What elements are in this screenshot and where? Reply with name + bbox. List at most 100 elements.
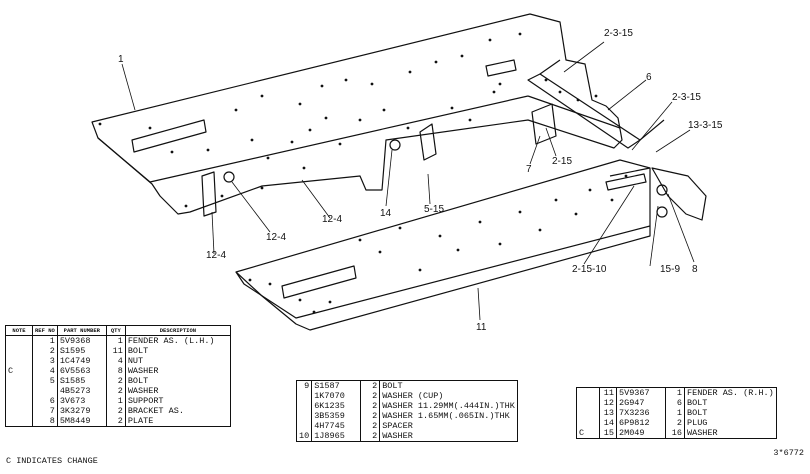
cell-part: S1585 bbox=[57, 376, 107, 386]
mounting-hole bbox=[98, 122, 102, 126]
cell-desc: WASHER bbox=[127, 386, 159, 396]
rh-fender-plate bbox=[235, 159, 651, 331]
cell-desc: BOLT bbox=[687, 398, 708, 408]
parts-table-left: NOTE REF NO PART NUMBER QTY DESCRIPTION … bbox=[5, 325, 232, 427]
mounting-hole bbox=[610, 198, 614, 202]
mounting-hole bbox=[290, 140, 294, 144]
cell-note bbox=[5, 376, 33, 386]
mounting-hole bbox=[234, 108, 238, 112]
figure-number: 3*6772 bbox=[773, 448, 804, 458]
cell-part: 5V9367 bbox=[616, 387, 666, 398]
cell-desc: BOLT bbox=[687, 408, 708, 418]
mounting-hole bbox=[588, 188, 592, 192]
cell-desc: BOLT bbox=[127, 346, 149, 356]
mounting-hole bbox=[358, 118, 362, 122]
cell-part: 1J8965 bbox=[311, 431, 362, 442]
change-footnote: C INDICATES CHANGE bbox=[6, 456, 98, 466]
mounting-hole bbox=[460, 54, 464, 58]
mounting-hole bbox=[398, 226, 402, 230]
cell-qty: 16 bbox=[665, 428, 685, 439]
mounting-hole bbox=[450, 106, 454, 110]
callout-label: 2-15-10 bbox=[572, 264, 607, 275]
cell-note: C bbox=[576, 428, 600, 439]
mounting-hole bbox=[492, 90, 496, 94]
mounting-hole bbox=[298, 298, 302, 302]
cell-part: 6V5563 bbox=[57, 366, 107, 376]
mounting-hole bbox=[518, 210, 522, 214]
cell-note bbox=[5, 346, 33, 356]
cell-part: 1C4749 bbox=[57, 356, 107, 366]
cell-ref: 14 bbox=[599, 418, 617, 428]
callout-label: 2-3-15 bbox=[604, 28, 633, 39]
mounting-hole bbox=[248, 278, 252, 282]
cell-part: 2M049 bbox=[616, 428, 666, 439]
callout-label: 13-3-15 bbox=[688, 120, 723, 131]
cell-part: 2G947 bbox=[616, 398, 666, 408]
cell-qty: 11 bbox=[106, 346, 126, 356]
cell-ref bbox=[32, 386, 58, 396]
mounting-hole bbox=[344, 78, 348, 82]
cell-ref: 8 bbox=[32, 416, 58, 427]
mounting-hole bbox=[260, 94, 264, 98]
cell-qty: 4 bbox=[106, 356, 126, 366]
cell-qty: 2 bbox=[106, 416, 126, 427]
cell-desc: BRACKET AS. bbox=[127, 406, 184, 416]
cell-ref bbox=[296, 401, 313, 411]
cell-ref: 6 bbox=[32, 396, 58, 406]
cell-ref: 5 bbox=[32, 376, 58, 386]
mounting-hole bbox=[488, 38, 492, 42]
mounting-hole bbox=[558, 90, 562, 94]
cell-qty: 1 bbox=[665, 408, 685, 418]
callout-label: 2-15 bbox=[552, 156, 572, 167]
plate-right bbox=[651, 167, 707, 221]
cell-part: S1587 bbox=[311, 380, 362, 391]
mounting-hole bbox=[328, 300, 332, 304]
cell-desc: WASHER bbox=[127, 366, 159, 376]
mounting-hole bbox=[574, 212, 578, 216]
rh-fender-flange bbox=[235, 225, 651, 319]
cell-part: 4B5273 bbox=[57, 386, 107, 396]
mounting-hole bbox=[408, 70, 412, 74]
col-part-number: PART NUMBER bbox=[56, 325, 107, 336]
cell-ref: 10 bbox=[296, 431, 313, 442]
cell-note bbox=[576, 408, 600, 418]
callout-label: 12-4 bbox=[266, 232, 286, 243]
cell-ref: 13 bbox=[599, 408, 617, 418]
cell-desc: BOLT bbox=[127, 376, 149, 386]
cell-qty: 2 bbox=[665, 418, 685, 428]
mounting-hole bbox=[418, 268, 422, 272]
mounting-hole bbox=[576, 98, 580, 102]
mounting-hole bbox=[594, 94, 598, 98]
cell-desc: SUPPORT bbox=[127, 396, 164, 406]
mounting-hole bbox=[358, 238, 362, 242]
mounting-hole bbox=[498, 242, 502, 246]
callout-label: 8 bbox=[692, 264, 698, 275]
cell-desc: WASHER 1.65MM(.065IN.)THK bbox=[382, 411, 510, 421]
mounting-hole bbox=[498, 82, 502, 86]
col-note: NOTE bbox=[5, 325, 33, 336]
mounting-hole bbox=[518, 32, 522, 36]
support-bar bbox=[527, 73, 641, 149]
cell-qty: 8 bbox=[106, 366, 126, 376]
cell-desc: PLATE bbox=[127, 416, 154, 426]
mounting-hole bbox=[544, 78, 548, 82]
cell-desc: WASHER bbox=[382, 431, 413, 441]
cell-ref bbox=[296, 411, 313, 421]
cell-ref: 1 bbox=[32, 335, 58, 346]
cell-ref: 7 bbox=[32, 406, 58, 416]
mounting-hole bbox=[338, 142, 342, 146]
cell-qty: 2 bbox=[360, 411, 381, 421]
mounting-hole bbox=[184, 204, 188, 208]
cell-note bbox=[576, 398, 600, 408]
cell-ref: 12 bbox=[599, 398, 617, 408]
cell-part: 5M8449 bbox=[57, 416, 107, 427]
